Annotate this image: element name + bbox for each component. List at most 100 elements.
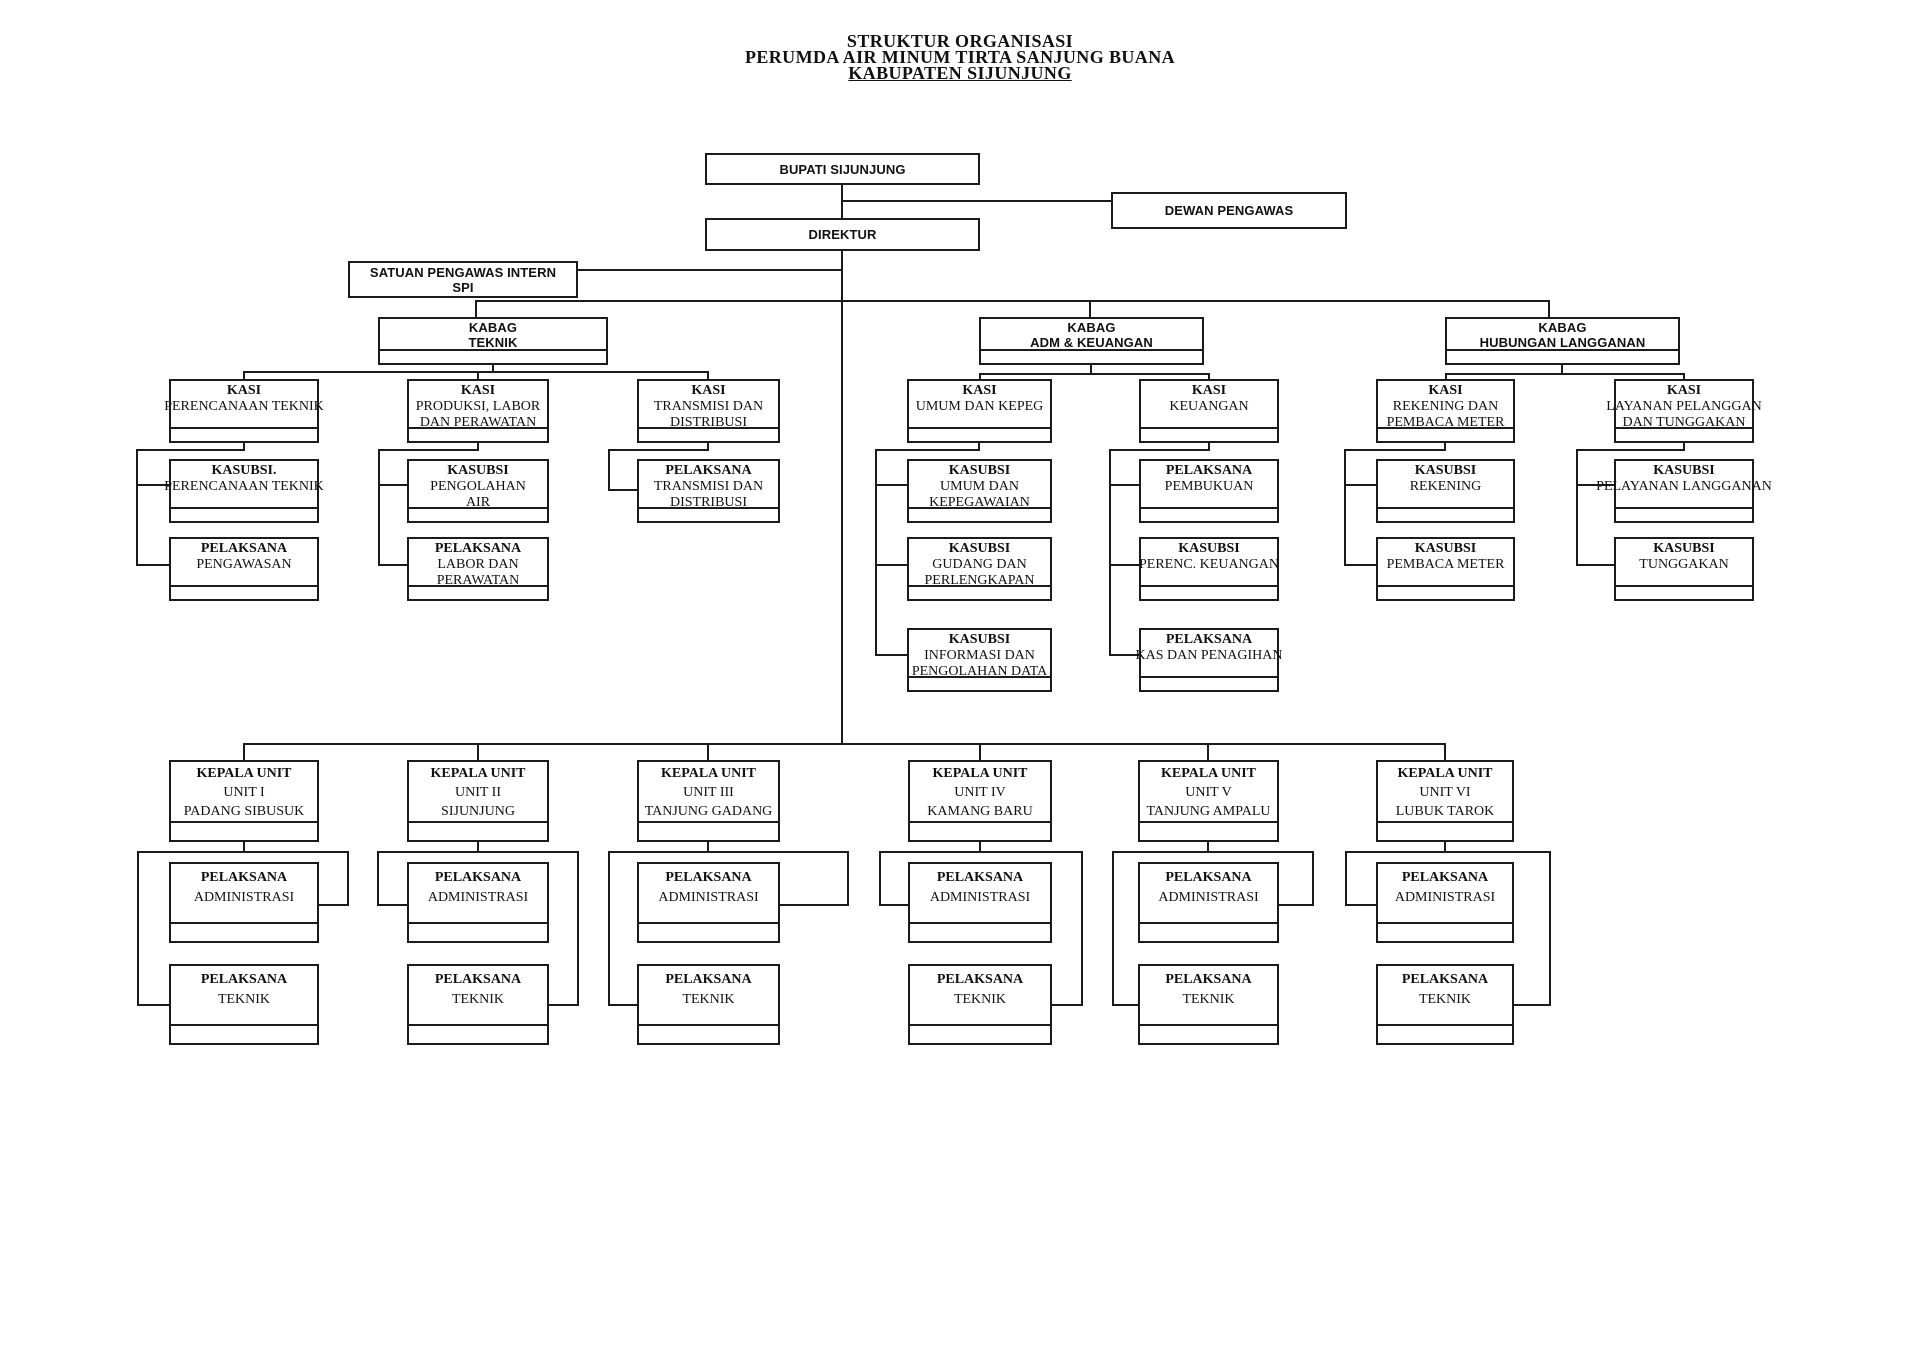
box-line: PELAYANAN LANGGANAN xyxy=(1596,479,1772,494)
box-line: SATUAN PENGAWAS INTERN xyxy=(369,264,557,280)
box-pel-teknik1: PELAKSANA TEKNIK xyxy=(169,964,319,1045)
box-header: KASI xyxy=(962,383,997,398)
box-line: REKENING DAN xyxy=(1392,399,1499,414)
box-dewan: DEWAN PENGAWAS xyxy=(1111,192,1347,229)
box-header: PELAKSANA xyxy=(434,541,522,556)
box-line: ADMINISTRASI xyxy=(929,890,1031,905)
box-line: TANJUNG GADANG xyxy=(644,804,773,819)
box-text: BUPATI SIJUNJUNG xyxy=(707,155,978,183)
box-header: KASI xyxy=(1428,383,1463,398)
box-text: DEWAN PENGAWAS xyxy=(1113,194,1345,227)
box-header: KASUBSI xyxy=(1653,541,1715,556)
box-header: KASUBSI xyxy=(1653,463,1715,478)
box-header: KEPALA UNIT xyxy=(932,766,1028,781)
box-line: UNIT IV xyxy=(954,785,1006,800)
title-line-1: STRUKTUR ORGANISASI xyxy=(846,31,1074,51)
box-header: KASI xyxy=(1191,383,1227,398)
box-line: KAS DAN PENAGIHAN xyxy=(1135,648,1283,663)
box-text: PELAKSANA TEKNIK xyxy=(1378,966,1512,1026)
box-line: INFORMASI DAN xyxy=(924,648,1035,663)
box-line: KABAG xyxy=(1538,320,1587,335)
box-header: KASI xyxy=(226,383,262,398)
box-header: KEPALA UNIT xyxy=(430,766,526,781)
box-header: KEPALA UNIT xyxy=(660,766,757,781)
box-header: PELAKSANA xyxy=(1165,870,1252,885)
box-line: ADMINISTRASI xyxy=(1394,890,1496,905)
box-line: DISTRIBUSI xyxy=(669,495,747,510)
box-line: DAN PERAWATAN xyxy=(419,415,537,430)
connector-segment xyxy=(475,300,1550,317)
connector-segment xyxy=(136,443,245,566)
box-line: PENGAWASAN xyxy=(196,557,292,572)
connector-segment xyxy=(879,851,1083,1006)
box-header: PELAKSANA xyxy=(1165,463,1253,478)
box-line: PRODUKSI, LABOR xyxy=(415,399,541,414)
box-header: PELAKSANA xyxy=(434,870,522,885)
box-header: DEWAN PENGAWAS xyxy=(1164,203,1294,218)
box-line: TEKNIK xyxy=(451,992,505,1007)
connector-segment xyxy=(608,851,849,1006)
box-line: ADMINISTRASI xyxy=(427,890,529,905)
box-header: PELAKSANA xyxy=(1401,972,1489,987)
box-header: KASUBSI xyxy=(948,541,1011,556)
box-header: PELAKSANA xyxy=(200,972,288,987)
box-line: TEKNIK xyxy=(1418,992,1472,1007)
box-header: KASI xyxy=(691,383,726,398)
box-header: PELAKSANA xyxy=(1165,972,1252,987)
box-header: KASUBSI xyxy=(1414,463,1477,478)
connector-segment xyxy=(378,443,479,566)
box-line: LUBUK TAROK xyxy=(1395,804,1495,819)
connector-segment xyxy=(243,371,709,379)
box-line: UNIT V xyxy=(1185,785,1232,800)
box-header: KASI xyxy=(1666,383,1702,398)
connector-segment xyxy=(377,851,579,1006)
box-header: PELAKSANA xyxy=(1401,870,1489,885)
box-line: ADMINISTRASI xyxy=(658,890,759,905)
connector-segment xyxy=(243,743,1446,760)
connector-segment xyxy=(1445,373,1685,379)
box-text: PELAKSANA ADMINISTRASI xyxy=(1378,864,1512,924)
box-line: TEKNIK xyxy=(953,992,1007,1007)
box-header: KASUBSI xyxy=(1414,541,1477,556)
box-pel-teknik6: PELAKSANA TEKNIK xyxy=(1376,964,1514,1045)
box-line: GUDANG DAN xyxy=(932,557,1027,572)
box-line: TEKNIK xyxy=(217,992,271,1007)
box-text: PELAKSANA ADMINISTRASI xyxy=(409,864,547,924)
